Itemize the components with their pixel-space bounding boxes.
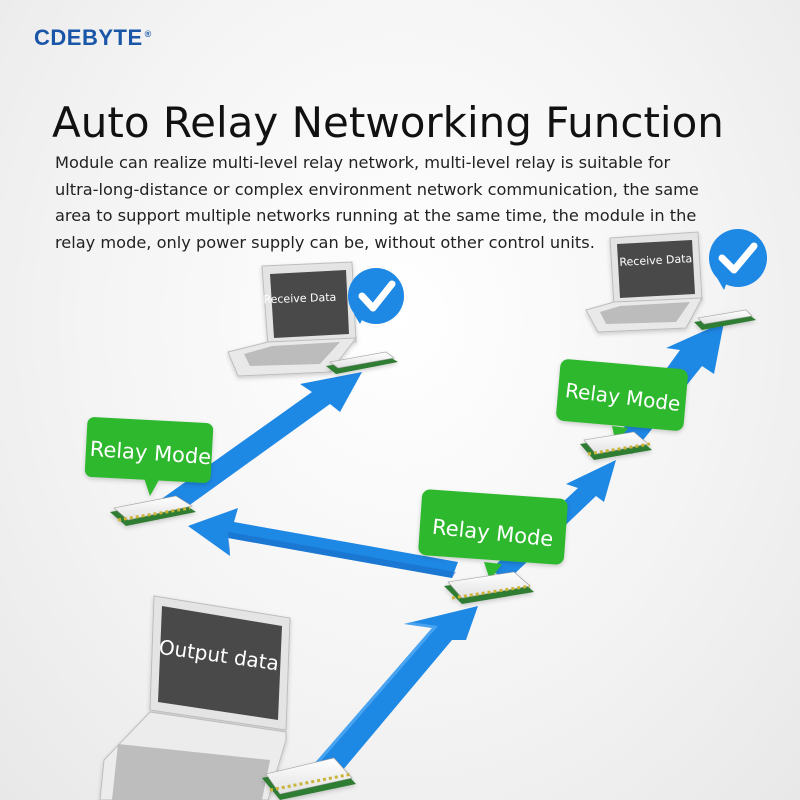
check-badge-icon: [348, 268, 404, 324]
rf-module-icon: [110, 495, 196, 526]
rf-module-icon: [580, 431, 652, 460]
receiver-right-label: Receive Data: [619, 252, 692, 269]
relay-node-center: Relay Mode: [418, 489, 568, 604]
description-line: Module can realize multi-level relay net…: [55, 153, 671, 172]
check-badge-icon: [709, 229, 767, 290]
description-line: ultra-long-distance or complex environme…: [55, 179, 699, 199]
laptop-keyboard-icon: [112, 744, 270, 800]
rf-module-icon: [262, 757, 356, 800]
relay-badge: Relay Mode: [418, 489, 568, 580]
relay-node-right: Relay Mode: [556, 359, 688, 460]
rf-module-icon: [326, 351, 398, 374]
description-text: Module can realize multi-level relay net…: [55, 150, 755, 256]
laptop-keyboard-icon: [244, 342, 340, 366]
arrow-center-relay-to-left-relay: [188, 508, 458, 578]
relay-badge: Relay Mode: [84, 417, 214, 496]
page-title: Auto Relay Networking Function: [52, 98, 724, 147]
arrow-source-to-center-relay: [300, 606, 478, 790]
rf-module-icon: [444, 571, 534, 604]
laptop-screen: [270, 270, 349, 338]
relay-node-left: Relay Mode: [84, 417, 214, 526]
brand-logo: CDEBYTE®: [34, 25, 152, 50]
laptop-receiver-left: Receive Data: [227, 261, 358, 377]
relay-badge: Relay Mode: [556, 359, 688, 444]
laptop-source: Output data: [99, 595, 291, 800]
receiver-left-label: Receive Data: [263, 291, 336, 307]
laptop-screen: [617, 240, 695, 298]
laptop-screen: [158, 606, 282, 720]
description-line: relay mode, only power supply can be, wi…: [55, 232, 595, 252]
laptop-keyboard-icon: [600, 302, 690, 324]
description-line: area to support multiple networks runnin…: [55, 206, 697, 225]
rf-module-icon: [694, 309, 756, 330]
laptop-receiver-right: Receive Data: [585, 231, 703, 333]
